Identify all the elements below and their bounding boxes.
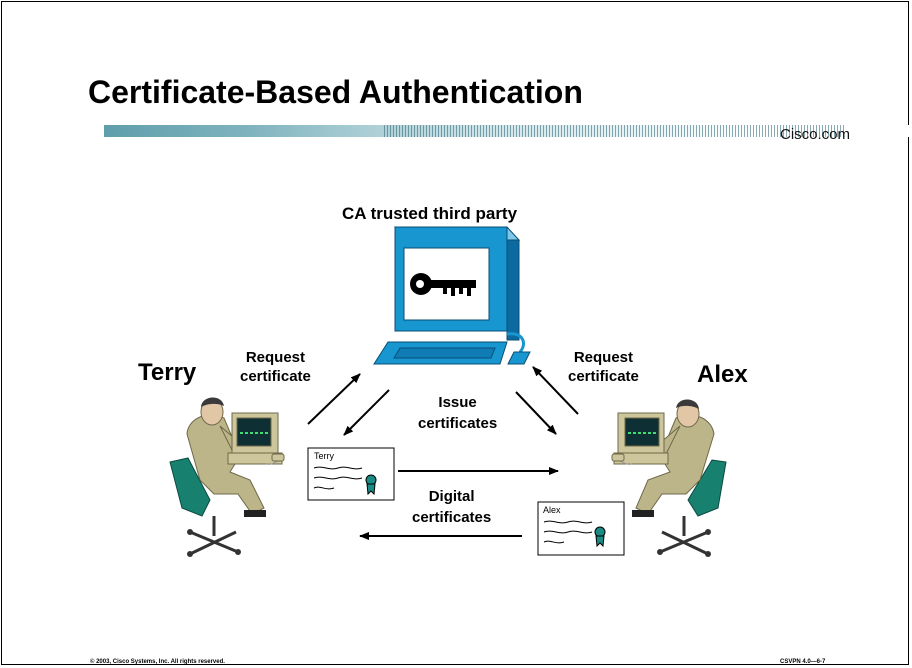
- digital-certificates-label: Digital certificates: [412, 486, 491, 528]
- request-left-line1: Request: [245, 349, 306, 366]
- slide-title: Certificate-Based Authentication: [88, 74, 583, 110]
- brand-label: Cisco.com: [780, 126, 851, 143]
- key-icon: [410, 273, 476, 296]
- arrows: [307, 366, 579, 540]
- certificate-terry-icon: [307, 447, 395, 501]
- arrow-request-right: [532, 366, 579, 415]
- footer-course-id: CSVPN 4.0—6-7: [780, 659, 826, 665]
- party-terry-label: Terry: [138, 359, 197, 386]
- bar-stripes: [384, 125, 844, 137]
- footer-copyright: © 2003, Cisco Systems, Inc. All rights r…: [90, 659, 225, 665]
- certificate-terry-name: Terry: [314, 451, 334, 461]
- issue-certificates-label: Issue certificates: [418, 392, 497, 434]
- arrow-request-left: [307, 373, 361, 425]
- arrow-issue-right: [515, 391, 557, 435]
- digital-line1: Digital: [428, 488, 475, 505]
- title-underline-bar: [104, 125, 910, 137]
- request-left-line2: certificate: [240, 368, 311, 385]
- issue-line1: Issue: [438, 394, 477, 411]
- request-right-line1: Request: [573, 349, 634, 366]
- request-certificate-right-label: Request certificate: [568, 348, 639, 386]
- issue-line2: certificates: [418, 415, 498, 432]
- arrow-issue-left: [343, 389, 390, 436]
- person-terry-icon: [169, 397, 285, 557]
- certificate-alex-icon: [537, 501, 625, 556]
- party-alex-label: Alex: [697, 361, 748, 388]
- ca-computer-icon: [373, 226, 531, 365]
- ca-label: CA trusted third party: [342, 204, 518, 223]
- request-right-line2: certificate: [568, 368, 639, 385]
- request-certificate-left-label: Request certificate: [240, 348, 311, 386]
- person-alex-icon: [611, 399, 727, 557]
- digital-line2: certificates: [412, 509, 492, 526]
- certificate-alex-name: Alex: [543, 505, 561, 515]
